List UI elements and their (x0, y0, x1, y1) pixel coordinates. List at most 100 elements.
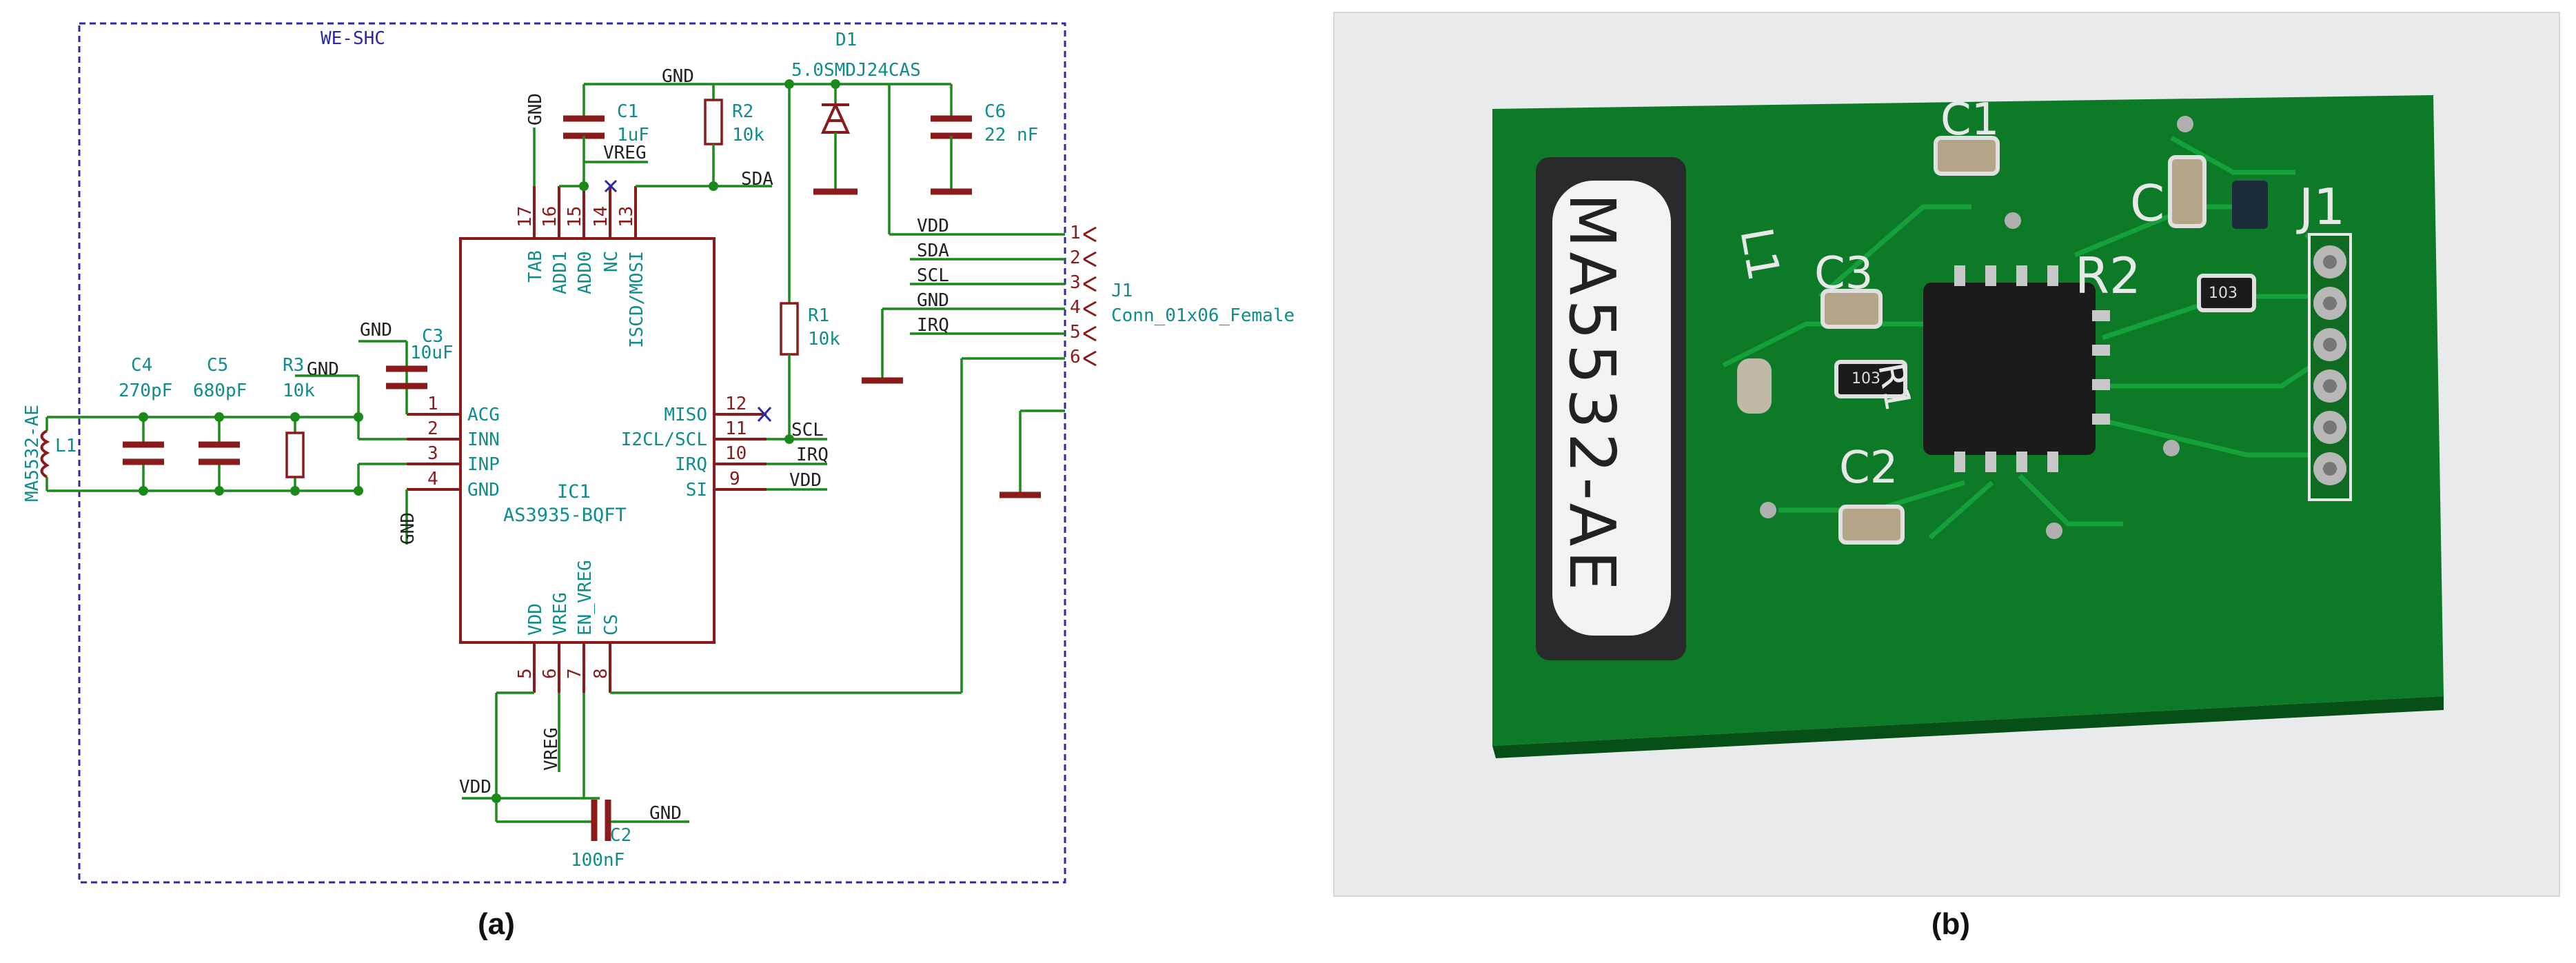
r3-value: 10k (283, 381, 315, 401)
d1-ref: D1 (835, 30, 857, 50)
j1-value: Conn_01x06_Female (1111, 305, 1295, 326)
irq-net-label: IRQ (796, 445, 829, 465)
pin-12-name: MISO (664, 405, 707, 425)
c2-value: 100nF (571, 850, 625, 871)
c5-ref: C5 (207, 355, 228, 376)
c4-value: 270pF (119, 381, 172, 401)
pin-10-name: IRQ (675, 454, 707, 475)
coil-label: MA5532-AE (1555, 193, 1629, 595)
ic-value: AS3935-BQFT (503, 505, 627, 526)
c2-gnd-label: GND (649, 803, 682, 824)
sda-label: SDA (741, 169, 773, 190)
top-vreg-label: VREG (603, 143, 647, 163)
pin-17-number: 17 (515, 206, 536, 227)
j1-pin1-number: 1 (1070, 223, 1081, 243)
c3-ref: C3 (422, 326, 443, 347)
connector-j1: VDD SDA SCL GND IRQ 1 2 3 4 5 6 J1 Co (610, 216, 1295, 694)
d1-value: 5.0SMDJ24CAS (791, 60, 921, 81)
r2-marking: 103 (2209, 285, 2238, 302)
pin-6-name: VREG (550, 592, 571, 636)
right-nets: SCL IRQ VDD (767, 420, 829, 491)
j1-pin3-number: 3 (1070, 272, 1081, 293)
j1-pin1-net: VDD (917, 216, 949, 236)
silk-c3: C3 (1814, 248, 1873, 299)
pin-1-number: 1 (427, 394, 438, 414)
j1-pin4-net: GND (917, 290, 949, 311)
resistor-r2 (704, 99, 723, 145)
pcb-photo-panel: MA5532-AE 103 103 C1 C J1 L1 C3 (1333, 12, 2560, 941)
r2-ref: R2 (732, 101, 753, 122)
schematic-panel: WE-SHC IC1 AS3935-BQFT 1 2 3 4 ACG INN I… (22, 22, 1295, 941)
c1-ref: C1 (617, 101, 638, 122)
j1-pin2-net: SDA (917, 241, 949, 261)
j1-socket-symbols (1083, 226, 1097, 367)
r3-ref: R3 (283, 355, 304, 376)
pin-13-number: 13 (616, 206, 637, 227)
c3-gnd-label: GND (360, 320, 392, 341)
silk-l1: L1 (1730, 224, 1789, 285)
l1-ref: L1 (55, 436, 77, 456)
r1-marking: 103 (1852, 370, 1880, 387)
pin-11-number: 11 (725, 418, 747, 439)
pin-3-number: 3 (427, 443, 438, 464)
c3-value: 10uF (410, 343, 454, 363)
pin-14-number: 14 (591, 206, 611, 227)
pin-12-number: 12 (725, 394, 747, 414)
r1-ref: R1 (808, 305, 829, 326)
pin-8-number: 8 (591, 668, 611, 679)
silk-j1: J1 (2296, 178, 2345, 236)
pin-15-number: 15 (565, 206, 585, 227)
pin-17-name: TAB (525, 250, 546, 283)
c4-ref: C4 (131, 355, 152, 376)
c3-network: GND C3 10uF GND (358, 320, 454, 545)
pin-2-number: 2 (427, 418, 438, 439)
c5-value: 680pF (193, 381, 247, 401)
ic-left-pins: 1 2 3 4 ACG INN INP GND (407, 394, 500, 500)
vreg-bottom-label: VREG (541, 727, 562, 771)
pin-9-number: 9 (729, 469, 740, 489)
panel-a-caption: (a) (478, 907, 515, 941)
bottom-network: VDD VREG GND C2 100nF (459, 691, 689, 871)
j1-ref: J1 (1111, 281, 1133, 301)
c2-ref: C2 (610, 825, 631, 846)
vdd-bottom-label: VDD (459, 777, 491, 798)
no-connect-miso (757, 406, 772, 423)
shield-border (78, 22, 1066, 884)
vdd-net-label: VDD (789, 470, 822, 491)
pin4-gnd-label: GND (398, 512, 418, 545)
j1-pin3-net: SCL (917, 265, 949, 286)
silk-c: C (2130, 174, 2164, 232)
pin-6-number: 6 (540, 668, 560, 679)
smd-components: 103 103 (1737, 136, 2268, 545)
ic-ref: IC1 (557, 481, 591, 503)
j1-header (2308, 233, 2352, 501)
scl-net-label: SCL (791, 420, 824, 440)
antenna-network: L1 MA5532-AE C4 270pF C5 680pF R3 10k GN… (22, 355, 407, 502)
silk-r1: R1 (1869, 360, 1918, 414)
j1-pin2-number: 2 (1070, 247, 1081, 268)
shield-label: WE-SHC (321, 28, 385, 49)
pin-14-name: NC (601, 251, 622, 272)
inductor-l1 (40, 429, 50, 478)
pin-15-name: ADD0 (575, 251, 596, 294)
panel-b-caption: (b) (1931, 907, 1970, 941)
as3935-chip (1923, 283, 2096, 455)
ic-right-pins: 12 11 10 9 MISO I2CL/SCL IRQ SI (621, 394, 772, 500)
tvs-diode-d1 (820, 101, 851, 134)
r1-value: 10k (808, 329, 840, 349)
ic-top-pins: 17 16 15 14 13 TAB ADD1 ADD0 NC ISCD/MOS… (515, 179, 647, 348)
silk-r2: R2 (2075, 247, 2141, 305)
ic-bottom-pins: 5 6 7 8 VDD VREG EN_VREG CS (515, 560, 622, 693)
pin-7-number: 7 (565, 668, 585, 679)
silk-c1: C1 (1940, 94, 1999, 145)
pin-3-name: INP (467, 454, 500, 475)
pin-13-name: ISCD/MOSI (627, 251, 647, 348)
c6-value: 22 nF (984, 125, 1038, 145)
pin-5-name: VDD (525, 603, 546, 636)
pin-16-name: ADD1 (550, 251, 571, 294)
pin-7-name: EN_VREG (575, 560, 596, 636)
pin-4-name: GND (467, 480, 500, 500)
l1-value: MA5532-AE (22, 405, 43, 502)
j1-pin5-number: 5 (1070, 322, 1081, 343)
resistor-r1 (780, 302, 799, 356)
